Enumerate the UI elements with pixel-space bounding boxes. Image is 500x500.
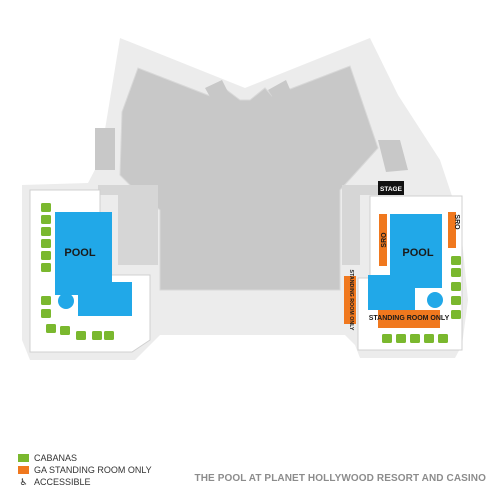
cabana[interactable] <box>46 324 56 333</box>
left-pool[interactable] <box>55 212 132 316</box>
walkway <box>342 195 360 265</box>
cabana[interactable] <box>76 331 86 340</box>
left-spa[interactable] <box>58 293 74 309</box>
cabana[interactable] <box>382 334 392 343</box>
cabana[interactable] <box>41 239 51 248</box>
stage[interactable] <box>378 181 404 195</box>
cabana[interactable] <box>41 203 51 212</box>
cabana[interactable] <box>451 310 461 319</box>
cabana[interactable] <box>451 282 461 291</box>
right-spa[interactable] <box>427 292 443 308</box>
sro-right-strip[interactable] <box>448 212 456 248</box>
cabana[interactable] <box>41 215 51 224</box>
walkway <box>98 185 158 195</box>
walkway <box>342 185 380 195</box>
legend-standing-room-label: GA STANDING ROOM ONLY <box>34 465 152 475</box>
building-roof-detail <box>95 128 115 170</box>
walkway <box>118 195 158 265</box>
legend-row-standing-room: GA STANDING ROOM ONLY <box>18 464 152 476</box>
building-roof-detail <box>378 140 408 172</box>
cabana[interactable] <box>41 263 51 272</box>
cabana[interactable] <box>451 268 461 277</box>
legend-row-cabanas: CABANAS <box>18 452 152 464</box>
cabana[interactable] <box>396 334 406 343</box>
cabana[interactable] <box>104 331 114 340</box>
cabana[interactable] <box>451 256 461 265</box>
sro-left-strip[interactable] <box>379 214 387 266</box>
cabana[interactable] <box>438 334 448 343</box>
cabanas-group <box>41 203 461 343</box>
cabana[interactable] <box>41 227 51 236</box>
right-pool-label: POOL <box>402 247 433 259</box>
right-pool[interactable] <box>368 214 442 310</box>
legend-row-accessible: ♿ ACCESSIBLE <box>18 476 152 488</box>
standing-room-vertical[interactable] <box>344 276 356 324</box>
stage-label: STAGE <box>380 186 403 193</box>
standing-room-vertical-label: STANDING ROOM ONLY <box>348 270 354 331</box>
standing-room-bottom-label: STANDING ROOM ONLY <box>369 315 450 322</box>
venue-caption: THE POOL AT PLANET HOLLYWOOD RESORT AND … <box>194 473 486 484</box>
cabana[interactable] <box>41 309 51 318</box>
legend: CABANAS GA STANDING ROOM ONLY ♿ ACCESSIB… <box>18 452 152 488</box>
building-roof-detail <box>205 80 230 104</box>
cabana[interactable] <box>60 326 70 335</box>
legend-accessible-label: ACCESSIBLE <box>34 477 91 487</box>
wheelchair-icon: ♿ <box>19 477 28 487</box>
legend-cabanas-label: CABANAS <box>34 453 78 463</box>
sro-right-label: SRO <box>453 214 460 230</box>
cabana[interactable] <box>451 296 461 305</box>
cabana[interactable] <box>41 296 51 305</box>
left-pool-label: POOL <box>64 247 95 259</box>
cabana[interactable] <box>92 331 102 340</box>
cabana[interactable] <box>41 251 51 260</box>
cabana[interactable] <box>410 334 420 343</box>
cabana-swatch <box>18 454 29 462</box>
standing-room-swatch <box>18 466 29 474</box>
cabana[interactable] <box>424 334 434 343</box>
sro-left-label: SRO <box>381 232 388 248</box>
standing-room-bottom[interactable] <box>378 310 440 328</box>
building-roof-detail <box>268 80 292 102</box>
